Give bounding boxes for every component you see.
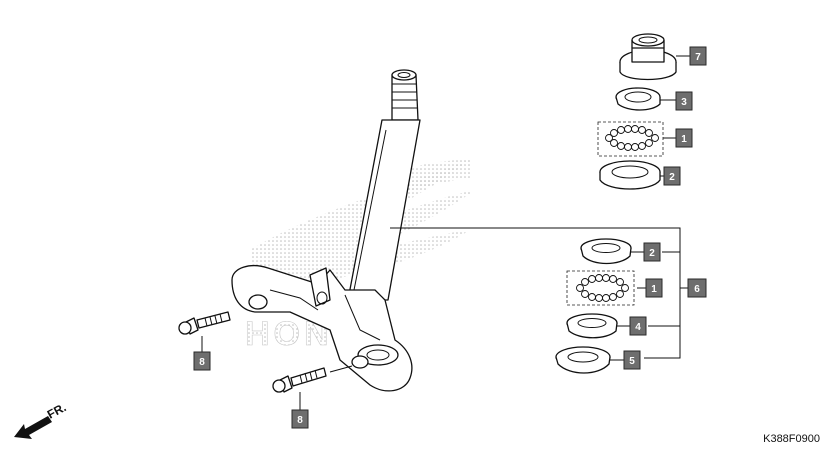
- svg-text:6: 6: [694, 284, 700, 295]
- callout-5: 5: [623, 350, 641, 370]
- svg-text:3: 3: [681, 97, 687, 108]
- callout-8-lower: 8: [291, 409, 309, 429]
- dust-seal-lower: [555, 346, 611, 374]
- figure-code: K388F0900: [763, 433, 820, 445]
- svg-text:4: 4: [635, 322, 641, 333]
- steering-stem-bridge: [231, 265, 413, 392]
- front-direction-arrow-icon: FR.: [14, 400, 68, 439]
- callout-1-upper: 1: [675, 128, 693, 148]
- svg-text:5: 5: [629, 356, 635, 367]
- bearing-race-lower-top: [580, 238, 632, 265]
- callout-3: 3: [675, 91, 693, 111]
- callout-2-upper: 2: [663, 166, 681, 186]
- callout-7: 7: [689, 46, 707, 66]
- svg-text:8: 8: [199, 357, 205, 368]
- svg-text:7: 7: [695, 52, 701, 63]
- bolt-lower: [272, 367, 327, 393]
- bolt-upper: [178, 311, 231, 335]
- callout-4: 4: [629, 316, 647, 336]
- callout-8-upper: 8: [193, 351, 211, 371]
- bearing-inner-race-lower: [566, 313, 618, 339]
- steel-ball-bearing-lower: [566, 270, 635, 306]
- svg-text:2: 2: [649, 248, 655, 259]
- callout-1-lower: 1: [645, 278, 663, 298]
- callout-2-lower: 2: [643, 242, 661, 262]
- callout-6: 6: [687, 278, 707, 298]
- bearing-race-upper: [599, 160, 661, 190]
- svg-text:1: 1: [651, 284, 657, 295]
- steel-ball-bearing-upper: [597, 121, 664, 157]
- steering-stem: [347, 69, 421, 301]
- bearing-adjusting-nut: [619, 33, 677, 81]
- svg-text:2: 2: [669, 172, 675, 183]
- dust-seal-upper: [615, 87, 661, 111]
- svg-text:1: 1: [681, 134, 687, 145]
- svg-text:8: 8: [297, 415, 303, 426]
